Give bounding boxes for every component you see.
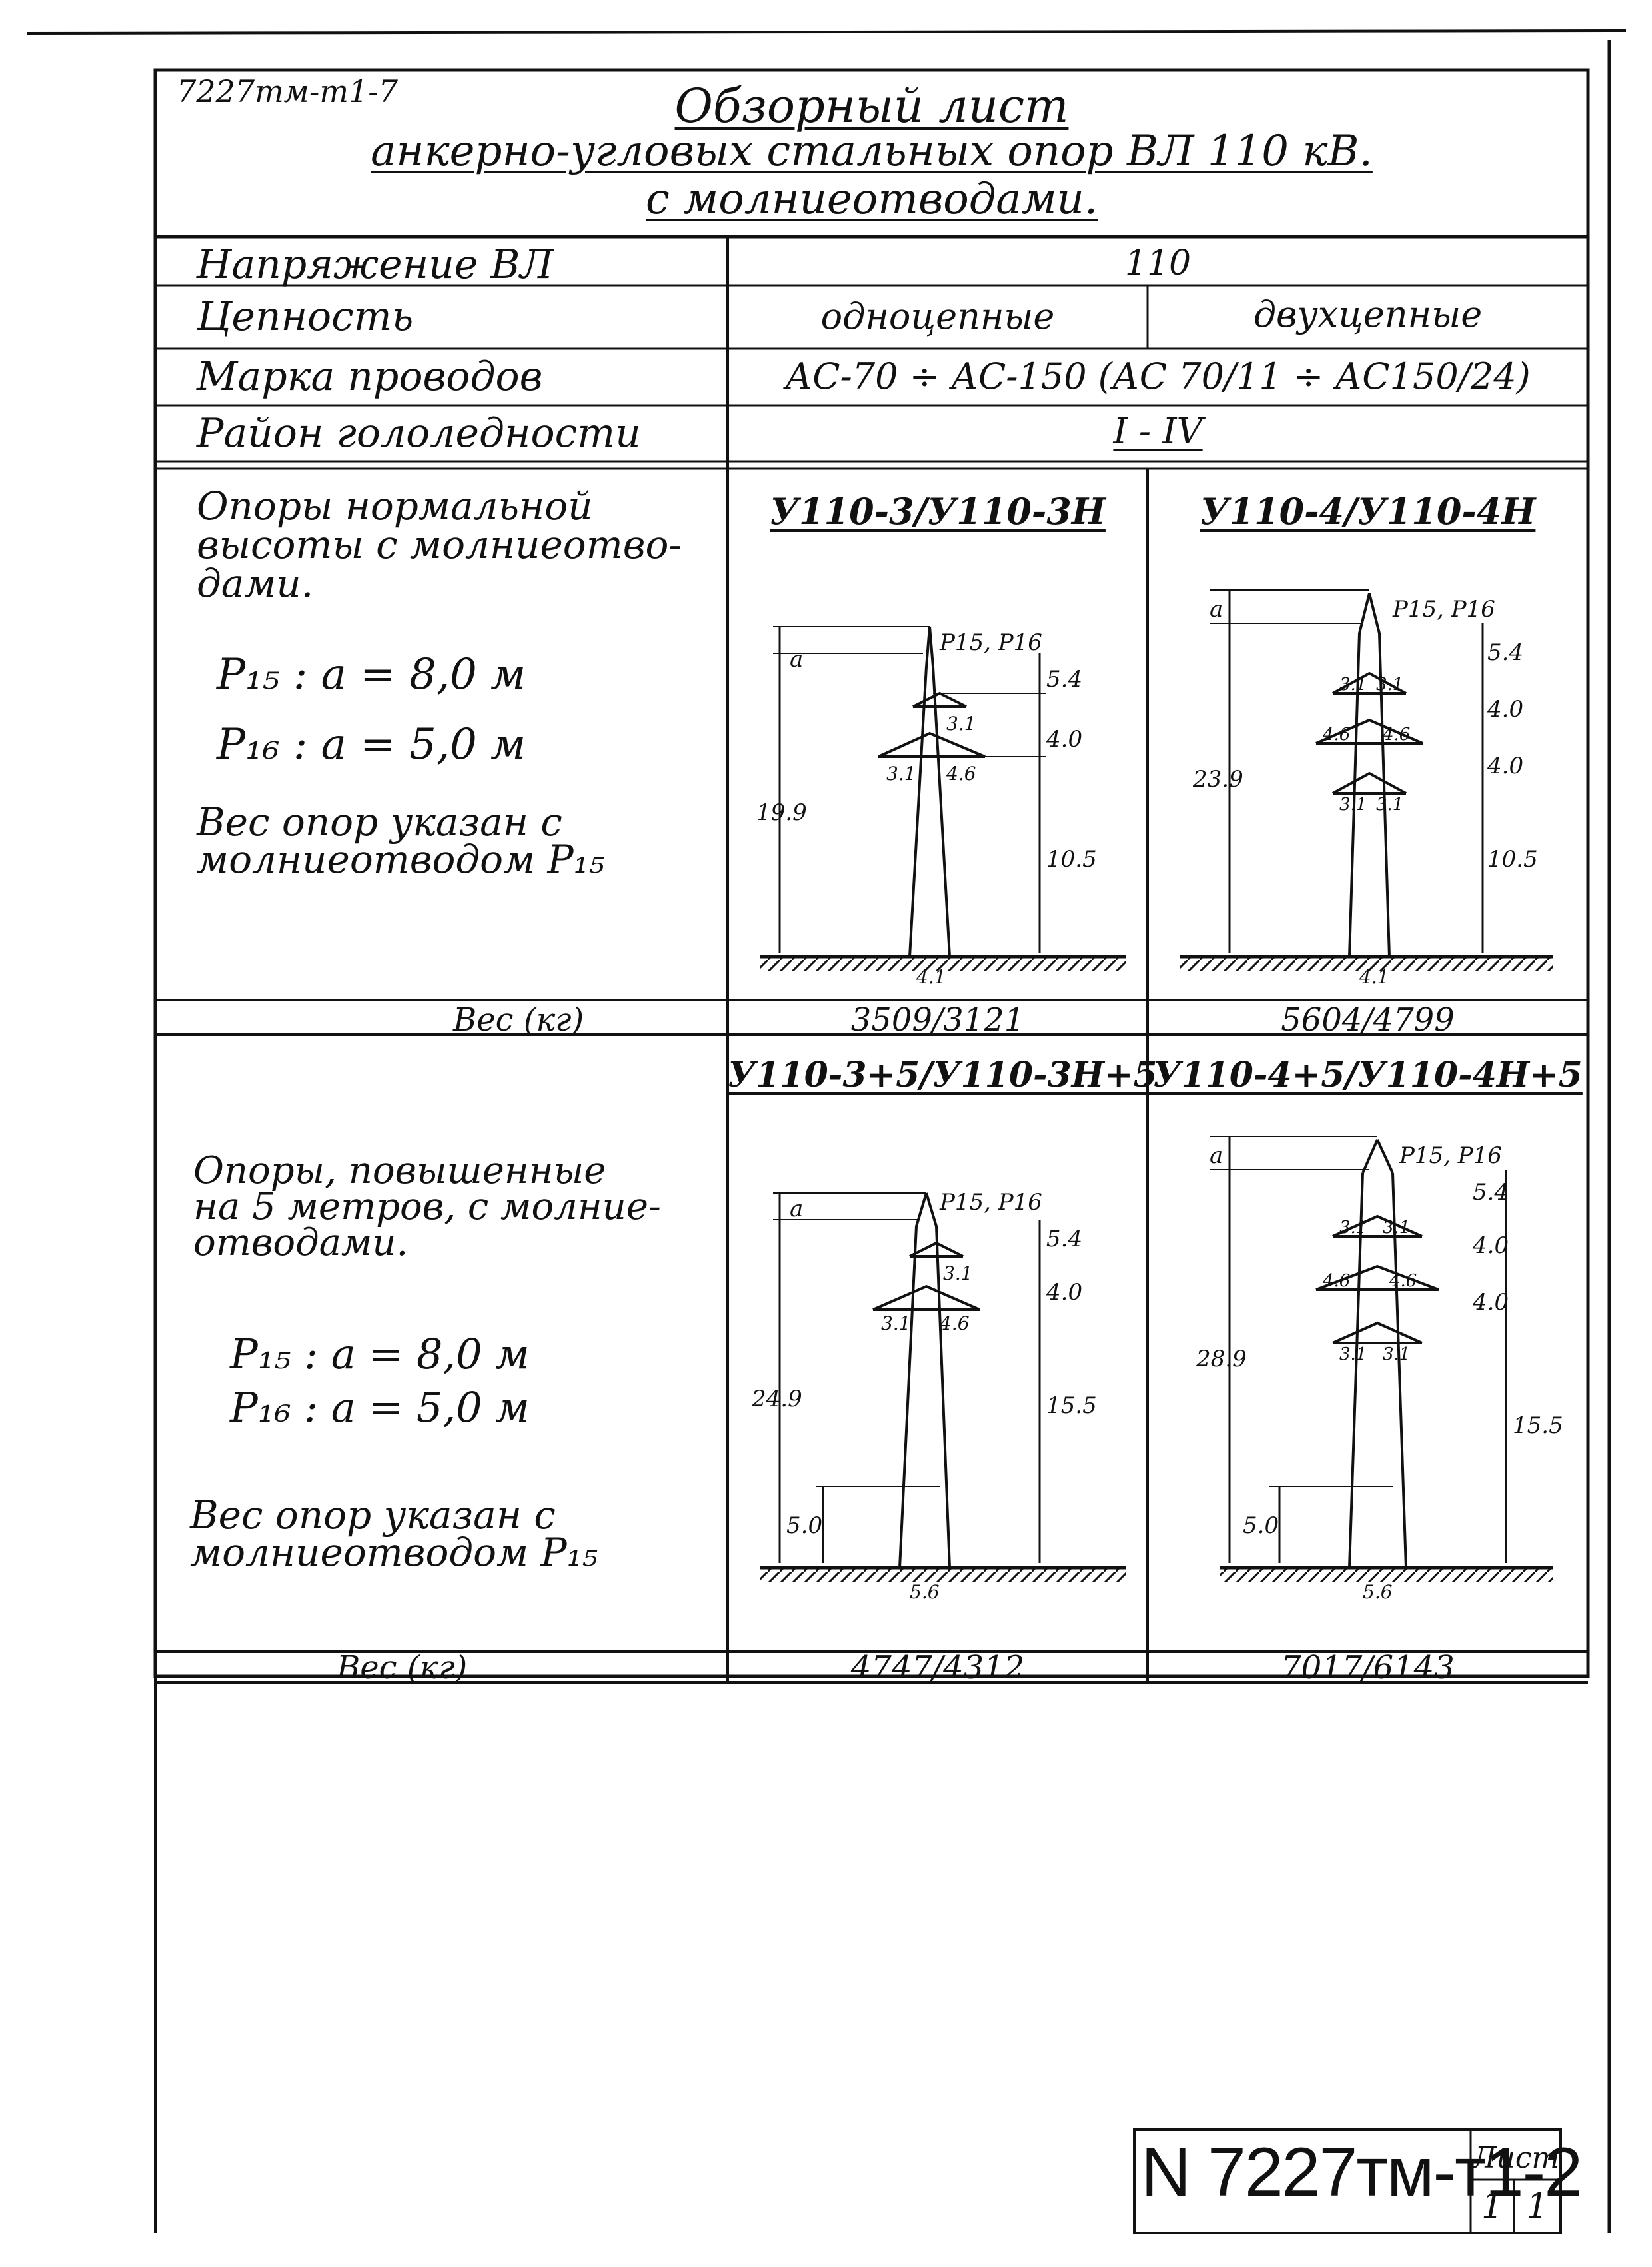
section2-description: Опоры, повышенные на 5 метров, с молние-… — [193, 1149, 661, 1264]
circuit-double: двухцепные — [1253, 293, 1483, 335]
tower-double-normal-label-w3: 4.6 — [1322, 725, 1350, 745]
stamp-sheet-a: 1 — [1481, 2186, 1504, 2226]
tower-double-raised-label-w4: 4.6 — [1389, 1271, 1417, 1291]
section1-double-weight: 5604/4799 — [1281, 1001, 1455, 1039]
tower-double-normal-label-w5: 3.1 — [1339, 795, 1367, 815]
tower-single-raised-label-w1: 3.1 — [943, 1262, 973, 1284]
tower-double-raised — [1210, 1136, 1553, 1582]
tower-single-normal-label-d1: 5.4 — [1046, 666, 1082, 693]
tower-single-normal-label-base: 10.5 — [1046, 846, 1097, 873]
section2-double-title: У110-4+5/У110-4Н+5 — [1153, 1055, 1583, 1095]
tower-double-normal-label-a: a — [1210, 596, 1223, 623]
tower-double-raised-label-d3: 4.0 — [1472, 1289, 1509, 1316]
tower-double-raised-label-base: 15.5 — [1513, 1412, 1563, 1439]
tower-single-normal-label-w2: 3.1 — [886, 763, 916, 785]
section1-double-title: У110-4/У110-4Н — [1200, 490, 1536, 533]
ice-label: Район гололедности — [197, 410, 641, 457]
section2-p15: P₁₅ : a = 8,0 м — [230, 1330, 530, 1378]
tower-double-normal-label-d2: 4.0 — [1487, 696, 1523, 723]
tower-double-normal-label-h: 23.9 — [1192, 766, 1243, 793]
tower-double-raised-label-d1: 5.4 — [1473, 1179, 1509, 1206]
circuit-single: одноцепные — [820, 295, 1055, 337]
section2-single-title: У110-3+5/У110-3Н+5 — [728, 1055, 1158, 1095]
title-line-3: с молниеотводами. — [645, 175, 1098, 224]
stamp-sheet-label: Лист — [1471, 2141, 1560, 2175]
tower-double-raised-label-w1: 3.1 — [1339, 1218, 1367, 1238]
tower-double-raised-label-d2: 4.0 — [1472, 1232, 1509, 1259]
tower-double-normal — [1180, 589, 1553, 971]
tower-double-raised-label-w5: 3.1 — [1339, 1344, 1367, 1364]
section2-double-weight: 7017/6143 — [1281, 1649, 1455, 1686]
tower-double-raised-label-h: 28.9 — [1196, 1346, 1247, 1372]
tower-single-raised-label-h: 24.9 — [751, 1386, 802, 1412]
section1-note: Вес опор указан с молниеотводом P₁₅ — [197, 799, 605, 882]
tower-double-normal-label-base: 10.5 — [1487, 846, 1538, 873]
tower-single-normal — [760, 626, 1126, 971]
stamp-sheet-b: 1 — [1526, 2186, 1549, 2226]
tower-double-normal-label-w1: 3.1 — [1339, 675, 1367, 695]
voltage-label: Напряжение ВЛ — [197, 241, 554, 288]
section1-p16: P₁₆ : a = 5,0 м — [217, 720, 526, 769]
wire-label: Марка проводов — [197, 353, 543, 400]
tower-single-normal-label-h: 19.9 — [756, 799, 807, 826]
title-line-1: Обзорный лист — [674, 79, 1069, 133]
tower-double-normal-label-w2: 3.1 — [1376, 675, 1403, 695]
section1-weight-label: Вес (кг) — [453, 1001, 584, 1039]
tower-double-raised-label-a: a — [1210, 1142, 1223, 1169]
tower-double-normal-label-p: P15, P16 — [1392, 596, 1495, 623]
tower-double-normal-label-d1: 5.4 — [1487, 639, 1523, 666]
tower-single-normal-label-a: a — [790, 646, 803, 673]
tower-single-raised-label-d1: 5.4 — [1046, 1226, 1082, 1252]
tower-single-raised-label-p: P15, P16 — [939, 1189, 1042, 1216]
tower-double-raised-label-p: P15, P16 — [1399, 1142, 1502, 1169]
tower-single-raised-label-d2: 4.0 — [1046, 1279, 1082, 1306]
circuit-label: Цепность — [197, 293, 414, 340]
tower-single-raised-label-ext: 5.0 — [786, 1512, 822, 1539]
tower-single-raised-label-foot: 5.6 — [910, 1581, 940, 1603]
tower-double-raised-label-w6: 3.1 — [1383, 1344, 1410, 1364]
wire-value: АС-70 ÷ АС-150 (АС 70/11 ÷ АС150/24) — [785, 355, 1531, 397]
section2-weight-label: Вес (кг) — [337, 1649, 468, 1686]
tower-double-normal-label-w6: 3.1 — [1376, 795, 1403, 815]
section1-p15: P₁₅ : a = 8,0 м — [217, 650, 526, 699]
ice-value: I - IV — [1113, 410, 1203, 452]
tower-single-raised-label-a: a — [790, 1196, 803, 1222]
section2-note: Вес опор указан с молниеотводом P₁₅ — [190, 1492, 598, 1575]
section1-single-weight: 3509/3121 — [850, 1001, 1025, 1039]
tower-single-raised-label-w3: 4.6 — [939, 1312, 970, 1334]
tower-double-normal-label-d3: 4.0 — [1487, 753, 1523, 779]
tower-single-raised — [760, 1192, 1126, 1582]
stamp-number: N 7227тм-т1-2 — [1141, 2134, 1583, 2211]
section1-description: Опоры нормальной высоты с молниеотво- да… — [197, 483, 682, 606]
tower-double-normal-label-foot: 4.1 — [1359, 966, 1389, 988]
document-code: 7227тм-т1-7 — [177, 73, 399, 109]
tower-double-normal-label-w4: 4.6 — [1382, 725, 1410, 745]
section1-single-title: У110-3/У110-3Н — [770, 490, 1106, 533]
tower-double-raised-label-foot: 5.6 — [1363, 1581, 1393, 1603]
tower-single-normal-label-d2: 4.0 — [1046, 726, 1082, 753]
tower-single-normal-label-w3: 4.6 — [946, 763, 976, 785]
tower-single-normal-label-foot: 4.1 — [916, 966, 946, 988]
section2-single-weight: 4747/4312 — [850, 1649, 1025, 1686]
tower-double-raised-label-w2: 3.1 — [1383, 1218, 1410, 1238]
section2-p16: P₁₆ : a = 5,0 м — [230, 1383, 530, 1432]
title-line-2: анкерно-угловых стальных опор ВЛ 110 кВ. — [371, 127, 1373, 176]
voltage-value: 110 — [1124, 243, 1192, 283]
tower-single-raised-label-w2: 3.1 — [881, 1312, 911, 1334]
tower-single-normal-label-p: P15, P16 — [939, 629, 1042, 656]
tower-double-raised-label-w3: 4.6 — [1322, 1271, 1350, 1291]
tower-double-raised-label-ext: 5.0 — [1243, 1512, 1279, 1539]
tower-single-normal-label-w1: 3.1 — [946, 713, 976, 735]
tower-single-raised-label-base: 15.5 — [1046, 1392, 1097, 1419]
